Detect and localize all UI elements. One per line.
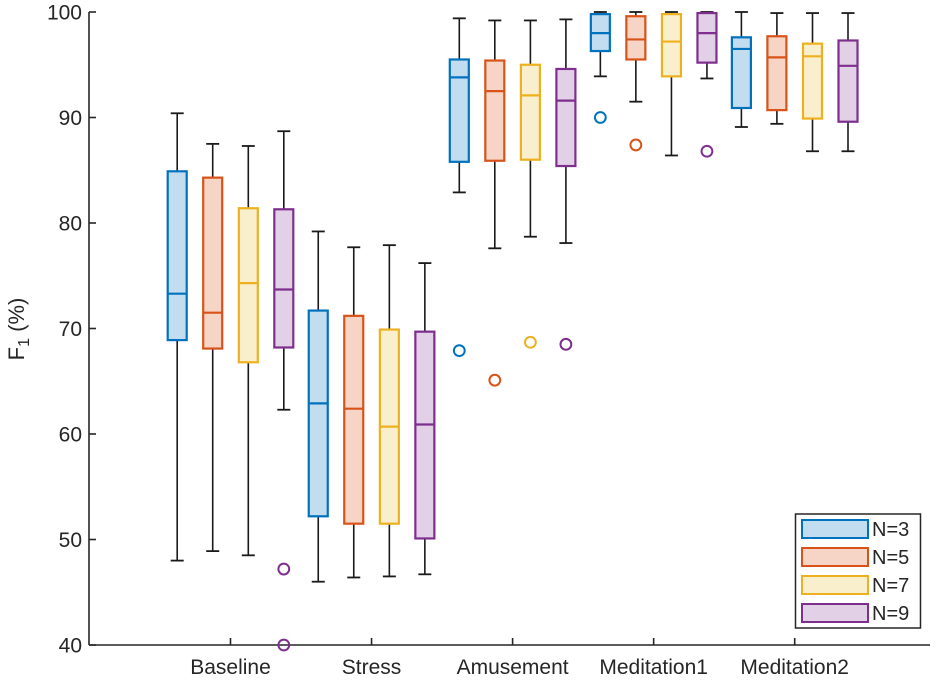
iqr-box: [448, 58, 470, 163]
box-N=3-Baseline: [166, 112, 188, 562]
legend-swatch-N=9: [801, 603, 869, 623]
box-N=3-Stress: [307, 230, 329, 583]
box-N=9-Baseline: [273, 130, 295, 652]
x-tick-label: Meditation1: [599, 656, 708, 679]
legend-swatch-N=5: [801, 547, 869, 567]
iqr-box: [343, 314, 365, 525]
y-tick-label: 70: [59, 318, 82, 341]
outlier-marker: [700, 144, 714, 158]
legend: N=3N=5N=7N=9: [794, 513, 922, 629]
box-N=3-Amusement: [448, 17, 470, 358]
box-N=7-Amusement: [519, 19, 542, 349]
outlier-marker: [452, 344, 466, 358]
iqr-box: [307, 309, 329, 518]
x-tick-label: Stress: [342, 656, 402, 679]
outlier-marker: [488, 373, 502, 387]
box-N=5-Amusement: [484, 19, 506, 387]
iqr-box: [766, 35, 788, 112]
box-N=9-Amusement: [555, 18, 577, 351]
y-tick-label: 40: [59, 635, 82, 658]
box-N=9-Stress: [414, 262, 436, 576]
outlier-marker: [629, 138, 643, 152]
x-tick-label: Meditation2: [740, 656, 849, 679]
outlier-marker: [277, 562, 291, 576]
iqr-box: [730, 36, 753, 110]
y-axis-label: F1 (%): [4, 298, 33, 361]
x-tick-label: Amusement: [457, 656, 569, 679]
iqr-box: [519, 63, 542, 161]
iqr-box: [484, 59, 506, 162]
box-N=7-Meditation1: [660, 11, 683, 157]
box-N=9-Meditation2: [837, 12, 859, 153]
outlier-marker: [593, 111, 607, 124]
box-N=5-Stress: [343, 246, 365, 579]
iqr-box: [801, 42, 824, 120]
legend-swatch-N=7: [801, 575, 869, 595]
legend-label: N=7: [872, 575, 909, 597]
iqr-box: [837, 39, 859, 123]
iqr-box: [202, 176, 224, 350]
iqr-box: [555, 67, 577, 168]
y-tick-label: 80: [59, 213, 82, 236]
box-N=3-Meditation1: [589, 11, 611, 124]
legend-label: N=3: [872, 519, 909, 541]
iqr-box: [660, 13, 683, 78]
y-tick-label: 50: [59, 529, 82, 552]
box-N=7-Baseline: [237, 145, 259, 557]
iqr-box: [273, 208, 295, 349]
box-N=5-Meditation1: [625, 11, 647, 152]
x-tick-label: Baseline: [190, 656, 271, 679]
legend-label: N=5: [872, 547, 909, 569]
box-N=9-Meditation1: [696, 11, 718, 158]
y-tick-label: 60: [59, 424, 82, 447]
iqr-box: [237, 207, 259, 364]
outlier-marker: [524, 335, 537, 349]
iqr-box: [414, 330, 436, 540]
y-tick-label: 90: [59, 107, 82, 130]
box-N=5-Baseline: [202, 142, 224, 553]
outlier-marker: [559, 337, 573, 351]
legend-swatch-N=3: [801, 519, 869, 539]
legend-label: N=9: [872, 603, 909, 625]
box-N=7-Stress: [378, 244, 400, 578]
box-N=5-Meditation2: [766, 12, 788, 125]
iqr-box: [696, 11, 718, 64]
box-N=3-Meditation2: [730, 11, 753, 128]
outlier-marker: [277, 638, 291, 652]
iqr-box: [166, 170, 188, 342]
box-N=7-Meditation2: [801, 12, 824, 153]
iqr-box: [625, 15, 647, 61]
y-tick-label: 100: [47, 2, 82, 25]
